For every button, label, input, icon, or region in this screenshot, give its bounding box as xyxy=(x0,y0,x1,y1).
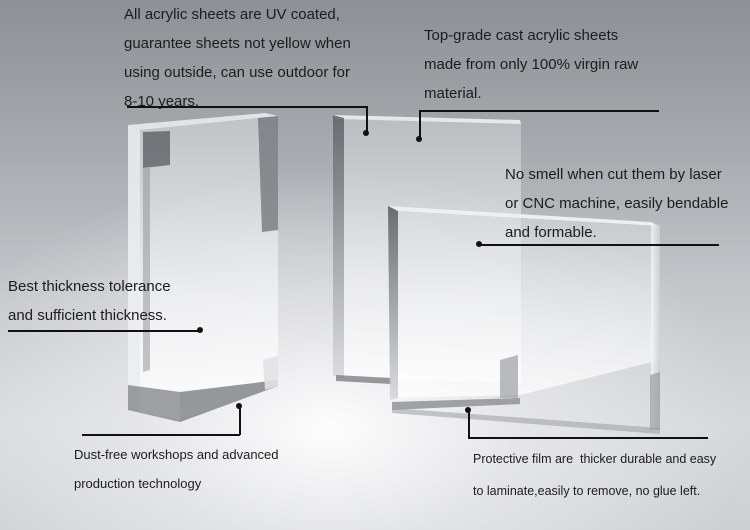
callout-no-smell: No smell when cut them by laser or CNC m… xyxy=(505,160,728,247)
callout-protective-film: Protective film are thicker durable and … xyxy=(473,443,716,507)
callout-line: Top-grade cast acrylic sheets xyxy=(424,27,619,44)
callout-virgin-material: Top-grade cast acrylic sheets made from … xyxy=(424,21,638,108)
leader-line-uv-vertical xyxy=(366,106,368,134)
callout-line: and formable. xyxy=(505,224,597,241)
leader-line-protective-vertical xyxy=(468,410,470,438)
callout-dust-free: Dust-free workshops and advanced product… xyxy=(74,440,279,498)
callout-line: All acrylic sheets are UV coated, xyxy=(124,6,340,23)
callout-line: using outside, can use outdoor for xyxy=(124,64,350,81)
callout-line: or CNC machine, easily bendable xyxy=(505,195,729,212)
callout-uv-coated: All acrylic sheets are UV coated, guaran… xyxy=(124,0,351,116)
leader-line-no-smell xyxy=(479,244,719,246)
callout-line: production technology xyxy=(74,476,202,491)
leader-line-protective-horizontal xyxy=(468,437,708,439)
square-acrylic-sheet xyxy=(388,206,660,434)
leader-line-dust-free-vertical xyxy=(239,406,241,435)
callout-line: guarantee sheets not yellow when xyxy=(124,35,351,52)
callout-line: No smell when cut them by laser xyxy=(505,166,722,183)
thick-acrylic-block xyxy=(128,113,278,422)
callout-line: and sufficient thickness. xyxy=(8,307,167,324)
leader-dot-protective xyxy=(465,407,471,413)
callout-thickness: Best thickness tolerance and sufficient … xyxy=(8,272,171,330)
callout-line: Protective film are thicker durable and … xyxy=(473,452,717,466)
callout-line: made from only 100% virgin raw xyxy=(424,56,639,73)
leader-dot-virgin xyxy=(416,136,422,142)
leader-line-virgin-horizontal xyxy=(419,110,659,112)
leader-line-virgin-vertical xyxy=(419,110,421,139)
callout-line: 8-10 years. xyxy=(124,93,200,110)
callout-line: Dust-free workshops and advanced xyxy=(74,447,279,462)
leader-dot-uv xyxy=(363,130,369,136)
callout-line: Best thickness tolerance xyxy=(8,278,171,295)
leader-line-uv-horizontal xyxy=(127,106,367,108)
callout-line: to laminate,easily to remove, no glue le… xyxy=(473,484,701,498)
callout-line: material. xyxy=(424,85,482,102)
leader-dot-thickness xyxy=(197,327,203,333)
leader-line-dust-free-horizontal xyxy=(82,434,240,436)
leader-dot-no-smell xyxy=(476,241,482,247)
leader-line-thickness xyxy=(8,330,201,332)
leader-dot-dust-free xyxy=(236,403,242,409)
